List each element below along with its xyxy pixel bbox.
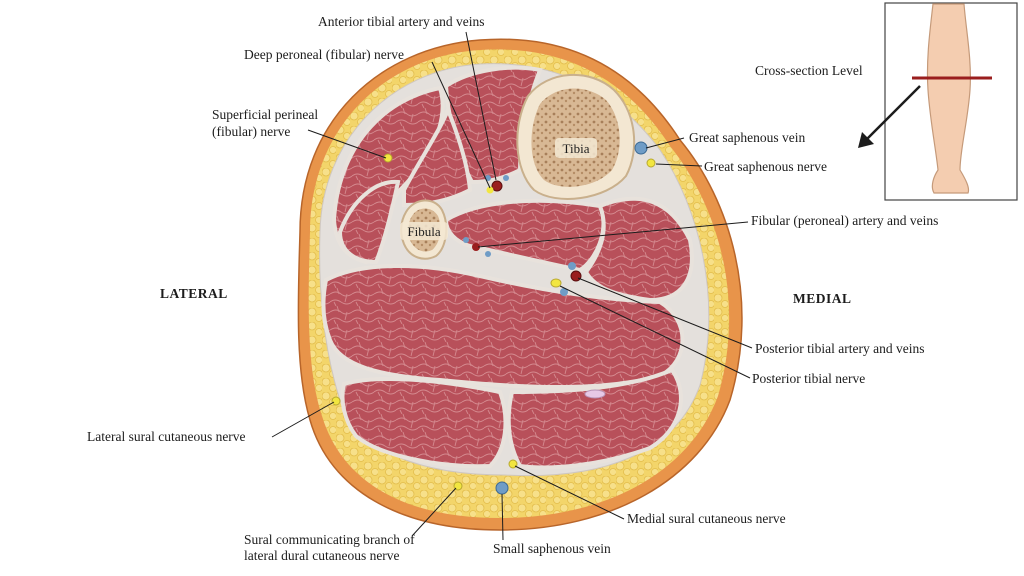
plantaris-tendon [584,389,606,399]
gastrocnemius-lateral-head [340,376,508,469]
small-saphenous-vein-dot [495,481,509,495]
posterior-tibial-vein-dot [568,262,576,270]
flexor-muscle-medial [583,196,694,303]
label-small-saphenous-vein: Small saphenous vein [493,541,611,556]
peroneus-muscle [337,179,401,265]
label-great-saphenous-vein: Great saphenous vein [689,130,806,145]
tibia-label: Tibia [563,141,590,156]
label-posterior-tibial-artery: Posterior tibial artery and veins [755,341,925,356]
lateral-sural-nerve-dot [331,396,341,406]
fibular-vein-dot-2 [485,251,491,257]
posterior-tibial-vein-dot-2 [560,288,568,296]
anterior-tibial-artery-dot [491,180,503,192]
label-lateral: LATERAL [160,286,228,301]
label-lateral-sural-nerve: Lateral sural cutaneous nerve [87,429,246,444]
fibular-artery-dot [472,243,480,251]
deep-posterior-muscle [443,198,606,273]
label-deep-peroneal-nerve: Deep peroneal (fibular) nerve [244,47,405,62]
label-great-saphenous-nerve: Great saphenous nerve [704,159,827,174]
muscle-groups [321,65,694,470]
posterior-tibial-nerve-dot [550,278,562,288]
tibia-bone: Tibia [516,73,636,200]
label-superficial-perineal-nerve-1: Superficial perineal [212,107,319,122]
label-medial: MEDIAL [793,291,852,306]
deep-peroneal-nerve-dot [486,186,494,194]
neurovascular-structures [331,141,656,495]
label-fibular-artery: Fibular (peroneal) artery and veins [751,213,939,228]
label-sural-communicating-1: Sural communicating branch of [244,532,415,547]
label-anterior-tibial-artery: Anterior tibial artery and veins [318,14,485,29]
inset-panel [858,2,1018,201]
label-medial-sural-nerve: Medial sural cutaneous nerve [627,511,786,526]
label-superficial-perineal-nerve-2: (fibular) nerve [212,124,291,139]
great-saphenous-vein-dot [634,141,648,155]
fibular-vein-dot [463,237,469,243]
inset-arrow-head [858,132,874,148]
inset-arrow-shaft [865,85,921,141]
inset-leg [926,3,971,194]
label-sural-communicating-2: lateral dural cutaneous nerve [244,548,400,563]
gastrocnemius-medial-head [506,367,683,470]
label-cross-section-level: Cross-section Level [755,63,863,78]
leader-lines [271,31,753,541]
anterior-tibial-vein-dot-2 [503,175,509,181]
posterior-tibial-artery-dot [570,270,582,282]
superficial-peroneal-nerve-dot [383,153,393,163]
fibula-bone: Fibula [400,199,448,260]
great-saphenous-nerve-dot [646,158,656,168]
label-posterior-tibial-nerve: Posterior tibial nerve [752,371,866,386]
fibula-label: Fibula [407,224,440,239]
